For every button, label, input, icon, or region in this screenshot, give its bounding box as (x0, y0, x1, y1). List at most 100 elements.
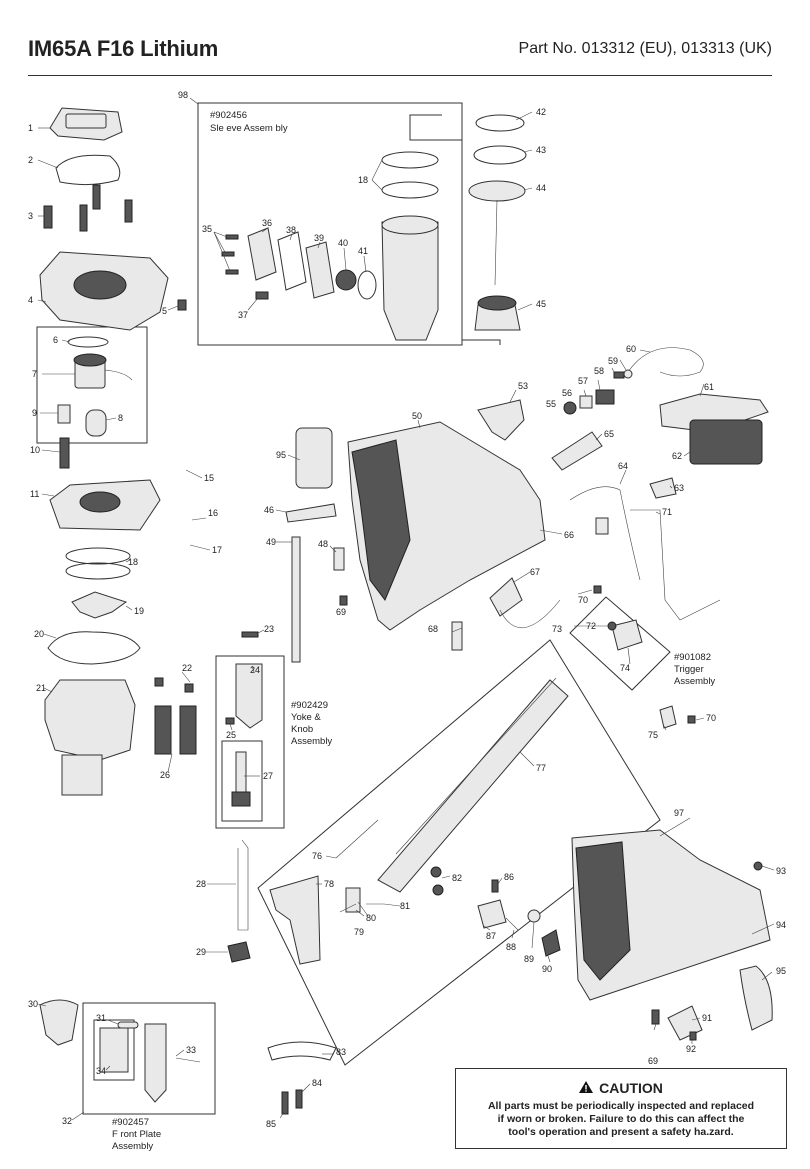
part-plate-36 (247, 227, 277, 281)
part-nut-55 (563, 401, 577, 415)
callout-32: 32 (62, 1116, 72, 1126)
part-base-bore (79, 491, 121, 513)
part-pin-25 (225, 717, 235, 725)
callout-31: 31 (96, 1013, 106, 1023)
part-plate-34 (99, 1027, 129, 1073)
part-spring-wire (499, 599, 561, 628)
callout-61: 61 (704, 382, 714, 392)
callout-44: 44 (536, 183, 546, 193)
callout-87: 87 (486, 931, 496, 941)
part-rod-49 (291, 536, 301, 663)
callout-5: 5 (162, 306, 167, 316)
callout-90: 90 (542, 964, 552, 974)
sleeve-assembly-name: Sle eve Assem bly (210, 123, 288, 134)
part-ring-18b (381, 181, 439, 199)
callout-22: 22 (182, 663, 192, 673)
trigger-assembly-name-2: Assembly (674, 676, 715, 687)
part-seal (47, 631, 141, 665)
part-oring-41 (357, 270, 377, 300)
part-pin-33 (175, 1057, 201, 1063)
callout-4: 4 (28, 295, 33, 305)
callout-24: 24 (250, 665, 260, 675)
part-ring (67, 336, 109, 348)
part-magazine-rail (395, 677, 557, 855)
caution-title: CAUTION (456, 1080, 786, 1096)
callout-60: 60 (626, 344, 636, 354)
callout-2: 2 (28, 155, 33, 165)
caution-box: CAUTION All parts must be periodically i… (455, 1068, 787, 1149)
part-screw-84 (295, 1089, 303, 1109)
callout-9: 9 (32, 408, 37, 418)
callout-25: 25 (226, 730, 236, 740)
callout-70-bottom: 70 (706, 713, 716, 723)
caution-body: All parts must be periodically inspected… (466, 1100, 776, 1139)
callout-95-top: 95 (276, 450, 286, 460)
part-ring-18a (381, 151, 439, 169)
sleeve-bracket-2 (462, 339, 501, 345)
part-head-bore (73, 270, 127, 300)
callout-93: 93 (776, 866, 786, 876)
caution-line-1: All parts must be periodically inspected… (487, 1100, 755, 1112)
part-screw-85 (281, 1091, 289, 1115)
callout-8: 8 (118, 413, 123, 423)
part-main-cylinder (351, 439, 411, 601)
part-90 (541, 929, 561, 957)
callout-86: 86 (504, 872, 514, 882)
part-motor-top (73, 353, 107, 367)
callout-85: 85 (266, 1119, 276, 1129)
part-gasket-38 (277, 231, 307, 291)
part-cap-53 (477, 399, 525, 441)
part-sleeve-small (85, 409, 107, 437)
callout-92: 92 (686, 1044, 696, 1054)
callout-48: 48 (318, 539, 328, 549)
callout-49: 49 (266, 537, 276, 547)
callout-35: 35 (202, 224, 212, 234)
callout-33: 33 (186, 1045, 196, 1055)
callout-3: 3 (28, 211, 33, 221)
part-68 (451, 621, 463, 651)
yoke-assembly-name-2: Knob (291, 724, 313, 735)
part-driver-blade (494, 199, 498, 286)
callout-10: 10 (30, 445, 40, 455)
callout-64: 64 (618, 461, 628, 471)
callout-40: 40 (338, 238, 348, 248)
part-bracket-46 (285, 503, 337, 523)
leader-lines (37, 97, 775, 1121)
part-brush-a (154, 705, 172, 755)
header-divider (28, 75, 772, 76)
callout-39: 39 (314, 233, 324, 243)
warning-triangle-icon (579, 1080, 594, 1096)
part-screw-69b (651, 1009, 660, 1025)
part-label-95 (295, 427, 333, 489)
callout-41: 41 (358, 246, 368, 256)
callout-84: 84 (312, 1078, 322, 1088)
part-56 (579, 395, 593, 409)
part-block-37 (255, 291, 269, 300)
callout-63: 63 (674, 483, 684, 493)
callout-30: 30 (28, 999, 38, 1009)
callout-23: 23 (264, 624, 274, 634)
callout-72: 72 (586, 621, 596, 631)
callout-53: 53 (518, 381, 528, 391)
callout-78: 78 (324, 879, 334, 889)
part-86 (491, 879, 499, 893)
callout-21: 21 (36, 683, 46, 693)
part-screw-70a (593, 585, 602, 594)
part-spring-88 (505, 917, 519, 931)
callout-89: 89 (524, 954, 534, 964)
callout-76: 76 (312, 851, 322, 861)
part-strap-83 (267, 1041, 337, 1061)
part-screw-4 (124, 199, 133, 223)
callout-6: 6 (53, 335, 58, 345)
caution-heading: CAUTION (599, 1080, 663, 1096)
caution-line-2: if worn or broken. Failure to do this ca… (497, 1113, 745, 1125)
part-pusher-78 (269, 875, 321, 965)
part-59 (623, 369, 633, 379)
callout-26: 26 (160, 770, 170, 780)
part-spring-79 (339, 903, 357, 913)
callout-46: 46 (264, 505, 274, 515)
callout-75: 75 (648, 730, 658, 740)
yoke-assembly-code: #902429 (291, 700, 328, 711)
callout-59: 59 (608, 356, 618, 366)
callout-57: 57 (578, 376, 588, 386)
